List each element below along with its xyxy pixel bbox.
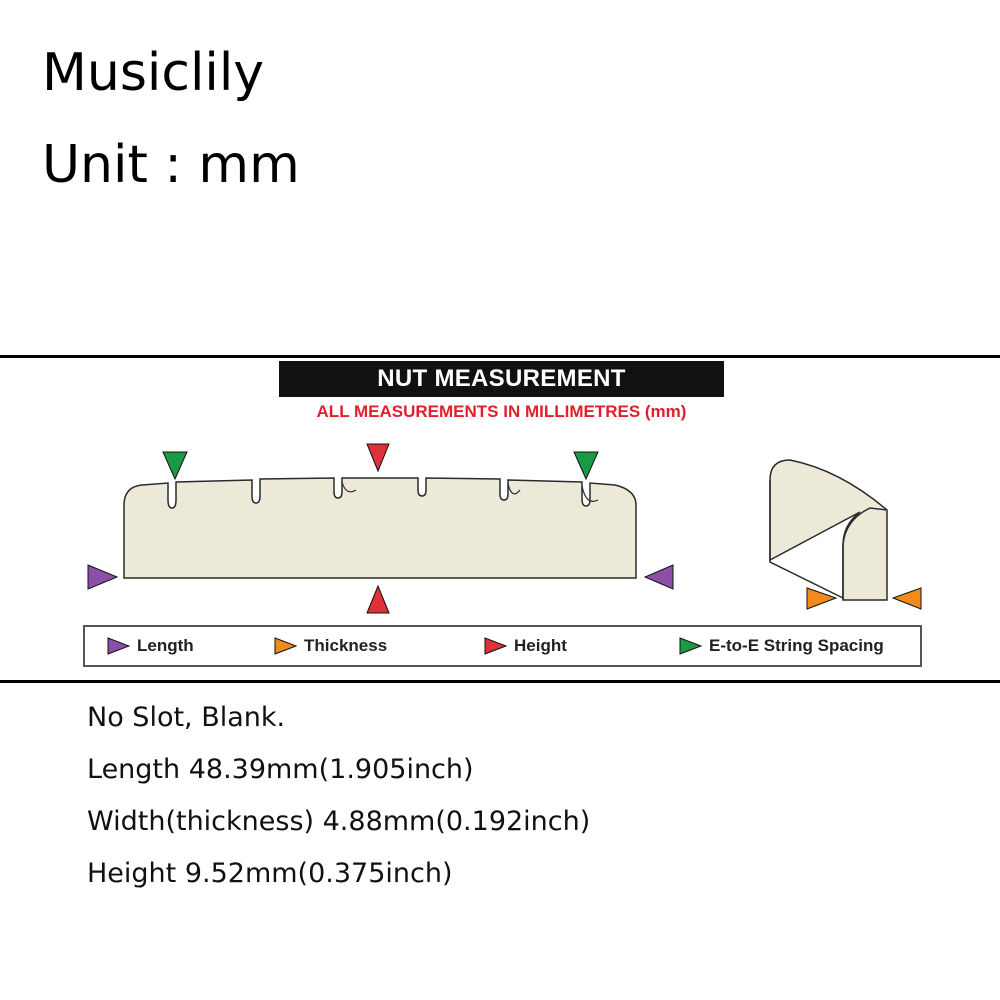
legend-item-height: Height [484,627,567,665]
spec-height: Height 9.52mm(0.375inch) [87,858,453,889]
spec-thickness: Width(thickness) 4.88mm(0.192inch) [87,806,591,837]
legend-item-thickness: Thickness [274,627,387,665]
diagram-subtitle: ALL MEASUREMENTS IN MILLIMETRES (mm) [316,402,687,421]
spacing-marker-left [162,451,188,481]
unit-label: Unit : mm [42,135,300,195]
triangle-right-icon [679,637,703,655]
bottom-divider [0,680,1000,683]
legend-label: E-to-E String Spacing [709,636,884,655]
nut-side-view [769,459,888,601]
diagram-legend: Length Thickness Height E-to-E String Sp… [83,625,922,667]
legend-label: Length [137,636,194,655]
brand-name: Musiclily [42,43,265,103]
thickness-marker-left [806,587,838,610]
length-marker-left [87,564,119,590]
height-marker-top [366,443,390,473]
nut-slot-detail [341,481,599,502]
nut-front-view [123,477,637,579]
triangle-right-icon [484,637,508,655]
triangle-right-icon [274,637,298,655]
triangle-right-icon [107,637,131,655]
spec-list: No Slot, Blank. Length 48.39mm(1.905inch… [87,698,590,906]
top-divider [0,355,1000,358]
spec-length: Length 48.39mm(1.905inch) [87,754,474,785]
length-marker-right [643,564,674,590]
nut-side-profile-curve [842,507,888,600]
spec-slot-type: No Slot, Blank. [87,702,286,733]
legend-label: Height [514,636,567,655]
legend-label: Thickness [304,636,388,655]
diagram-title: NUT MEASUREMENT [279,361,724,397]
height-marker-bottom [366,584,390,614]
nut-side-edge [769,480,844,599]
legend-item-length: Length [107,627,194,665]
legend-item-spacing: E-to-E String Spacing [679,627,884,665]
thickness-marker-right [891,587,922,610]
spacing-marker-right [573,451,599,481]
